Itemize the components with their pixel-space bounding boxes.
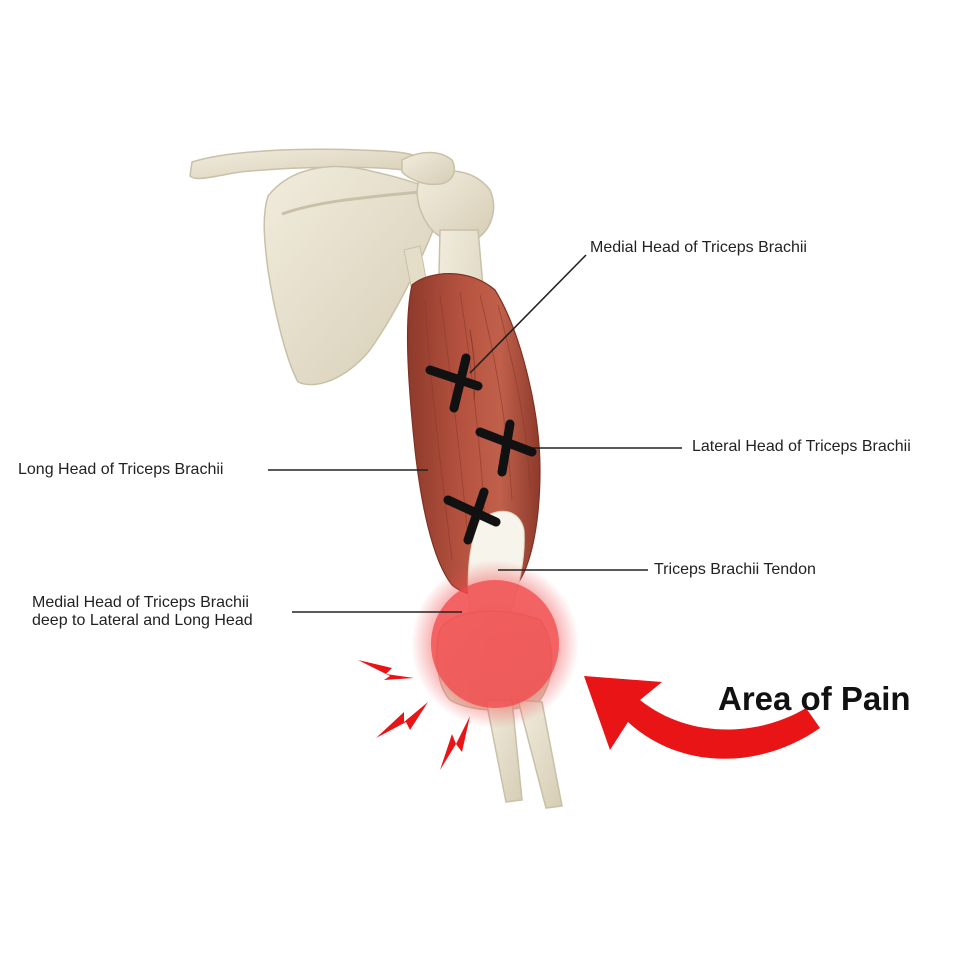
scapula-bone <box>263 165 446 386</box>
acromion <box>401 151 456 186</box>
lightning-bolt-icon <box>358 660 414 680</box>
cross-mark-icon <box>475 419 537 477</box>
lightning-bolt-icon <box>376 702 428 738</box>
label-tendon: Triceps Brachii Tendon <box>654 561 816 578</box>
leader-lines <box>268 254 682 613</box>
cross-mark-icon <box>425 353 483 413</box>
lightning-bolt-icon <box>440 716 470 770</box>
label-lateral-head: Lateral Head of Triceps Brachii <box>692 438 911 455</box>
curved-arrow-icon <box>584 676 820 759</box>
label-long-head: Long Head of Triceps Brachii <box>18 461 224 478</box>
label-medial-head-deep: Medial Head of Triceps Brachii deep to L… <box>32 594 253 630</box>
label-medial-deep-line1: Medial Head of Triceps Brachii <box>32 594 249 611</box>
label-area-of-pain: Area of Pain <box>718 680 911 717</box>
pain-area-circle <box>431 580 559 708</box>
label-medial-head-top: Medial Head of Triceps Brachii <box>590 239 807 256</box>
label-medial-deep-line2: deep to Lateral and Long Head <box>32 612 253 629</box>
leader-medial-top <box>469 254 587 374</box>
cross-mark-icon <box>443 487 501 545</box>
